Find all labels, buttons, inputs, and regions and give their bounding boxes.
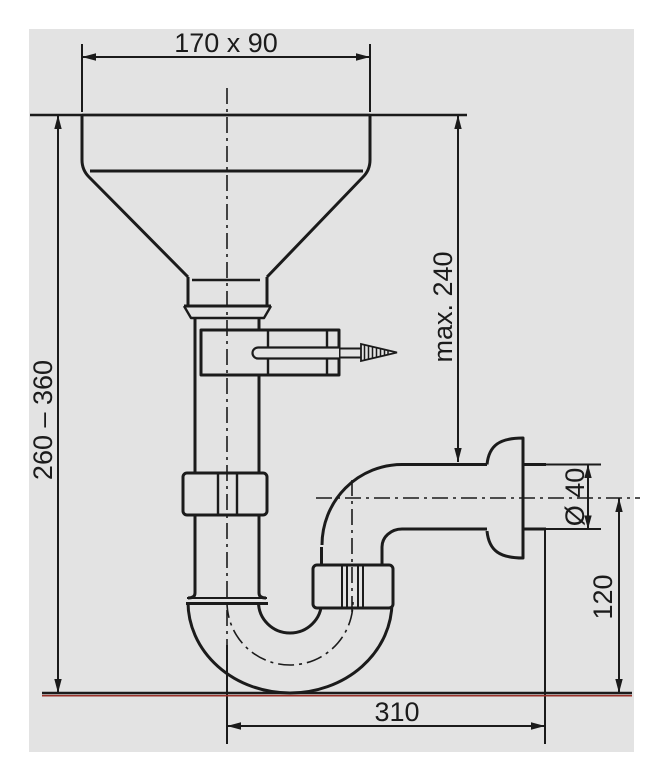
screw-threads: [363, 345, 389, 360]
arrowhead: [454, 115, 462, 129]
nut-facets: [216, 473, 239, 515]
dim-label-outlet-height: 120: [588, 574, 618, 619]
dim-label-max-depth: max. 240: [428, 251, 458, 362]
elbow-outer: [320, 463, 487, 546]
outlet-stub: [523, 463, 546, 531]
dim-label-outlet-diameter: Ø 40: [560, 468, 590, 527]
nut-facets: [341, 565, 364, 608]
arrowhead: [54, 679, 62, 693]
arrowhead: [82, 53, 96, 61]
nut-body: [181, 471, 269, 517]
nut-body: [311, 563, 395, 610]
elbow-inner: [380, 527, 487, 548]
bracket-slot: [251, 346, 339, 360]
arrowhead: [531, 722, 545, 730]
funnel: [80, 113, 372, 279]
arrowhead: [54, 115, 62, 129]
dimension-lines: [30, 44, 623, 744]
funnel-left-wall: [80, 115, 190, 279]
top-width-extension-lines: [81, 44, 371, 112]
arrowhead: [227, 722, 241, 730]
arrowhead: [615, 498, 623, 512]
trap-u-bend: [186, 601, 394, 695]
arrowhead: [454, 448, 462, 462]
centerlines: [226, 88, 640, 666]
tailpipe-nut: [181, 471, 269, 517]
screw-shank: [339, 347, 361, 359]
diameter-extension-lines: [545, 463, 601, 530]
mounting-bracket: [199, 328, 398, 377]
arrowhead: [584, 464, 592, 478]
neck-walls: [186, 277, 269, 306]
funnel-right-wall: [265, 115, 372, 279]
trap-inlet-nut: [311, 563, 395, 610]
u-bend-outer-arc: [186, 601, 394, 695]
arrowhead: [356, 53, 370, 61]
u-bend-centerline-arc: [226, 601, 354, 666]
dim-label-top-width: 170 x 90: [174, 28, 278, 58]
floor-baseline: [42, 691, 632, 697]
dimension-labels: 170 x 90 260 – 360 max. 240 Ø 40 120 310: [28, 28, 618, 727]
u-bend-inner-arc: [257, 601, 323, 635]
dim-label-horizontal-reach: 310: [374, 697, 419, 727]
screw-cone: [360, 342, 398, 363]
drawing-area: [29, 29, 634, 752]
arrowhead: [615, 679, 623, 693]
arrowhead: [584, 515, 592, 529]
dim-label-height-range: 260 – 360: [28, 360, 58, 480]
tailpipe-lower-walls: [193, 515, 261, 593]
flange-body: [182, 305, 273, 320]
